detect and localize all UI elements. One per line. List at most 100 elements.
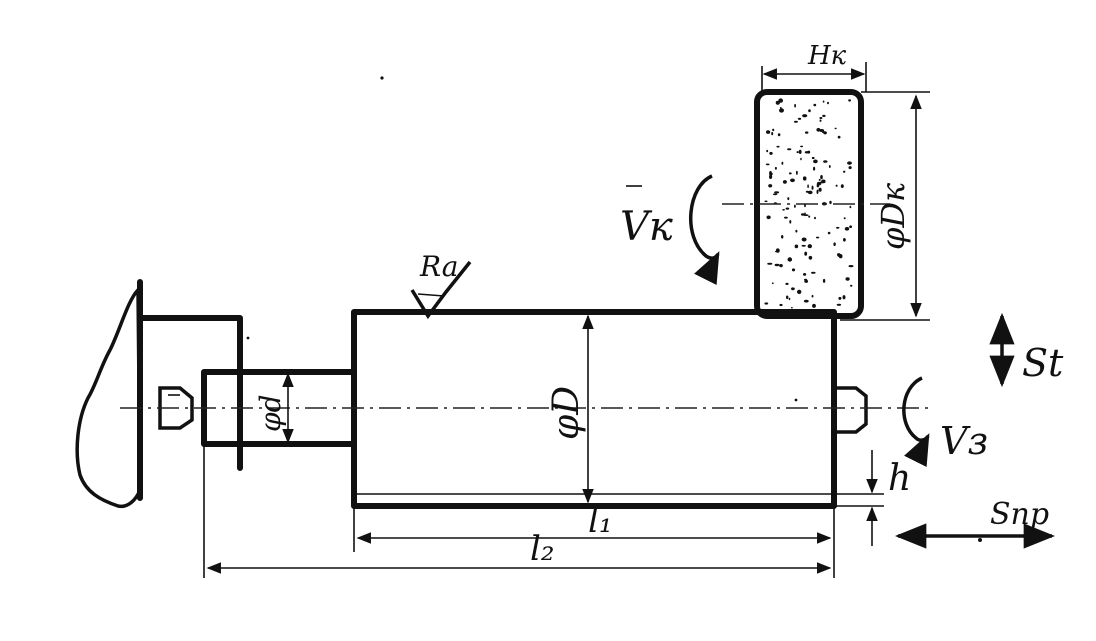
abrasive-grain <box>811 156 815 160</box>
label-hk: Hк <box>807 41 847 71</box>
abrasive-grain <box>808 109 811 113</box>
label-vk: Vк <box>620 204 673 250</box>
abrasive-grain <box>804 151 810 154</box>
abrasive-grain <box>800 157 802 161</box>
abrasive-grain <box>788 297 791 301</box>
abrasive-grain <box>771 282 774 285</box>
abrasive-grain <box>808 215 811 218</box>
label-l1: l₁ <box>588 501 613 541</box>
abrasive-grain <box>835 184 838 187</box>
abrasive-grain <box>818 187 822 192</box>
label-snp: Sпр <box>990 497 1049 532</box>
abrasive-grain <box>813 103 817 107</box>
abrasive-grain <box>774 166 777 170</box>
abrasive-grain <box>820 175 823 180</box>
abrasive-grain <box>842 295 846 300</box>
abrasive-grain <box>777 133 781 137</box>
abrasive-grain <box>850 284 853 287</box>
abrasive-grain <box>814 216 816 220</box>
abrasive-grain <box>779 264 783 268</box>
abrasive-grain <box>772 128 775 132</box>
abrasive-grain <box>767 262 773 265</box>
abrasive-grain <box>844 227 850 231</box>
abrasive-grain <box>849 205 852 209</box>
abrasive-grain <box>812 303 816 308</box>
abrasive-grain <box>823 160 828 163</box>
label-l2: l₂ <box>530 529 555 569</box>
abrasive-grain <box>769 151 773 155</box>
part-rotation-arrow <box>902 376 930 467</box>
abrasive-grain <box>813 166 816 171</box>
abrasive-grain <box>785 282 789 285</box>
abrasive-grain <box>796 170 798 175</box>
abrasive-grain <box>800 145 804 148</box>
right-centre <box>832 386 868 434</box>
abrasive-grain <box>776 145 780 148</box>
abrasive-grain <box>818 178 821 181</box>
abrasive-grain <box>794 204 796 208</box>
abrasive-grain <box>848 99 851 102</box>
abrasive-grain <box>822 100 825 103</box>
abrasive-grain <box>804 279 809 283</box>
abrasive-grain <box>793 120 798 123</box>
label-dk: φDк <box>874 182 912 250</box>
roughness-symbol <box>410 260 472 320</box>
abrasive-grain <box>804 212 806 217</box>
wheel-grain-texture <box>764 98 854 309</box>
abrasive-grain <box>811 294 814 298</box>
spindle-housing <box>75 285 142 509</box>
abrasive-grain <box>787 148 792 151</box>
abrasive-grain <box>804 278 808 281</box>
abrasive-grain <box>828 165 831 168</box>
label-st: St <box>1022 341 1064 385</box>
abrasive-grain <box>807 244 812 249</box>
abrasive-grain <box>801 237 807 242</box>
left-centre <box>158 386 194 430</box>
abrasive-grain <box>805 131 809 134</box>
abrasive-grain <box>796 151 799 154</box>
workpiece-body <box>351 309 837 509</box>
abrasive-grain <box>849 225 852 228</box>
abrasive-grain <box>813 159 818 164</box>
abrasive-grain <box>771 132 774 136</box>
abrasive-grain <box>843 170 846 173</box>
abrasive-grain <box>838 296 842 300</box>
abrasive-grain <box>811 185 814 190</box>
abrasive-grain <box>797 117 802 120</box>
abrasive-grain <box>805 190 809 193</box>
label-h: h <box>888 458 911 499</box>
abrasive-grain <box>834 127 837 130</box>
abrasive-grain <box>815 236 820 239</box>
abrasive-grain <box>803 299 809 303</box>
abrasive-grain <box>774 191 780 194</box>
abrasive-grain <box>772 193 778 196</box>
abrasive-grain <box>829 200 832 205</box>
abrasive-grain <box>779 303 783 307</box>
abrasive-grain <box>848 166 852 170</box>
abrasive-grain <box>848 265 854 268</box>
abrasive-grain <box>785 207 790 210</box>
abrasive-grain <box>847 161 852 165</box>
abrasive-grain <box>816 189 819 194</box>
abrasive-grain <box>765 163 770 166</box>
abrasive-grain <box>797 289 802 294</box>
abrasive-grain <box>786 295 789 300</box>
abrasive-grain <box>819 181 825 184</box>
abrasive-grain <box>769 171 772 176</box>
abrasive-grain <box>840 184 844 189</box>
abrasive-grain <box>843 217 846 220</box>
abrasive-grain <box>791 268 796 272</box>
abrasive-grain <box>822 278 826 283</box>
driver-plate <box>137 315 243 471</box>
abrasive-grain <box>779 107 782 109</box>
abrasive-grain <box>784 216 788 219</box>
abrasive-grain <box>804 251 808 256</box>
abrasive-grain <box>775 100 780 105</box>
abrasive-grain <box>766 149 769 153</box>
abrasive-grain <box>766 130 771 134</box>
abrasive-grain <box>827 101 829 105</box>
abrasive-grain <box>803 273 807 276</box>
label-ra: Ra <box>419 250 458 283</box>
wheel-rotation-arrow <box>688 174 720 285</box>
